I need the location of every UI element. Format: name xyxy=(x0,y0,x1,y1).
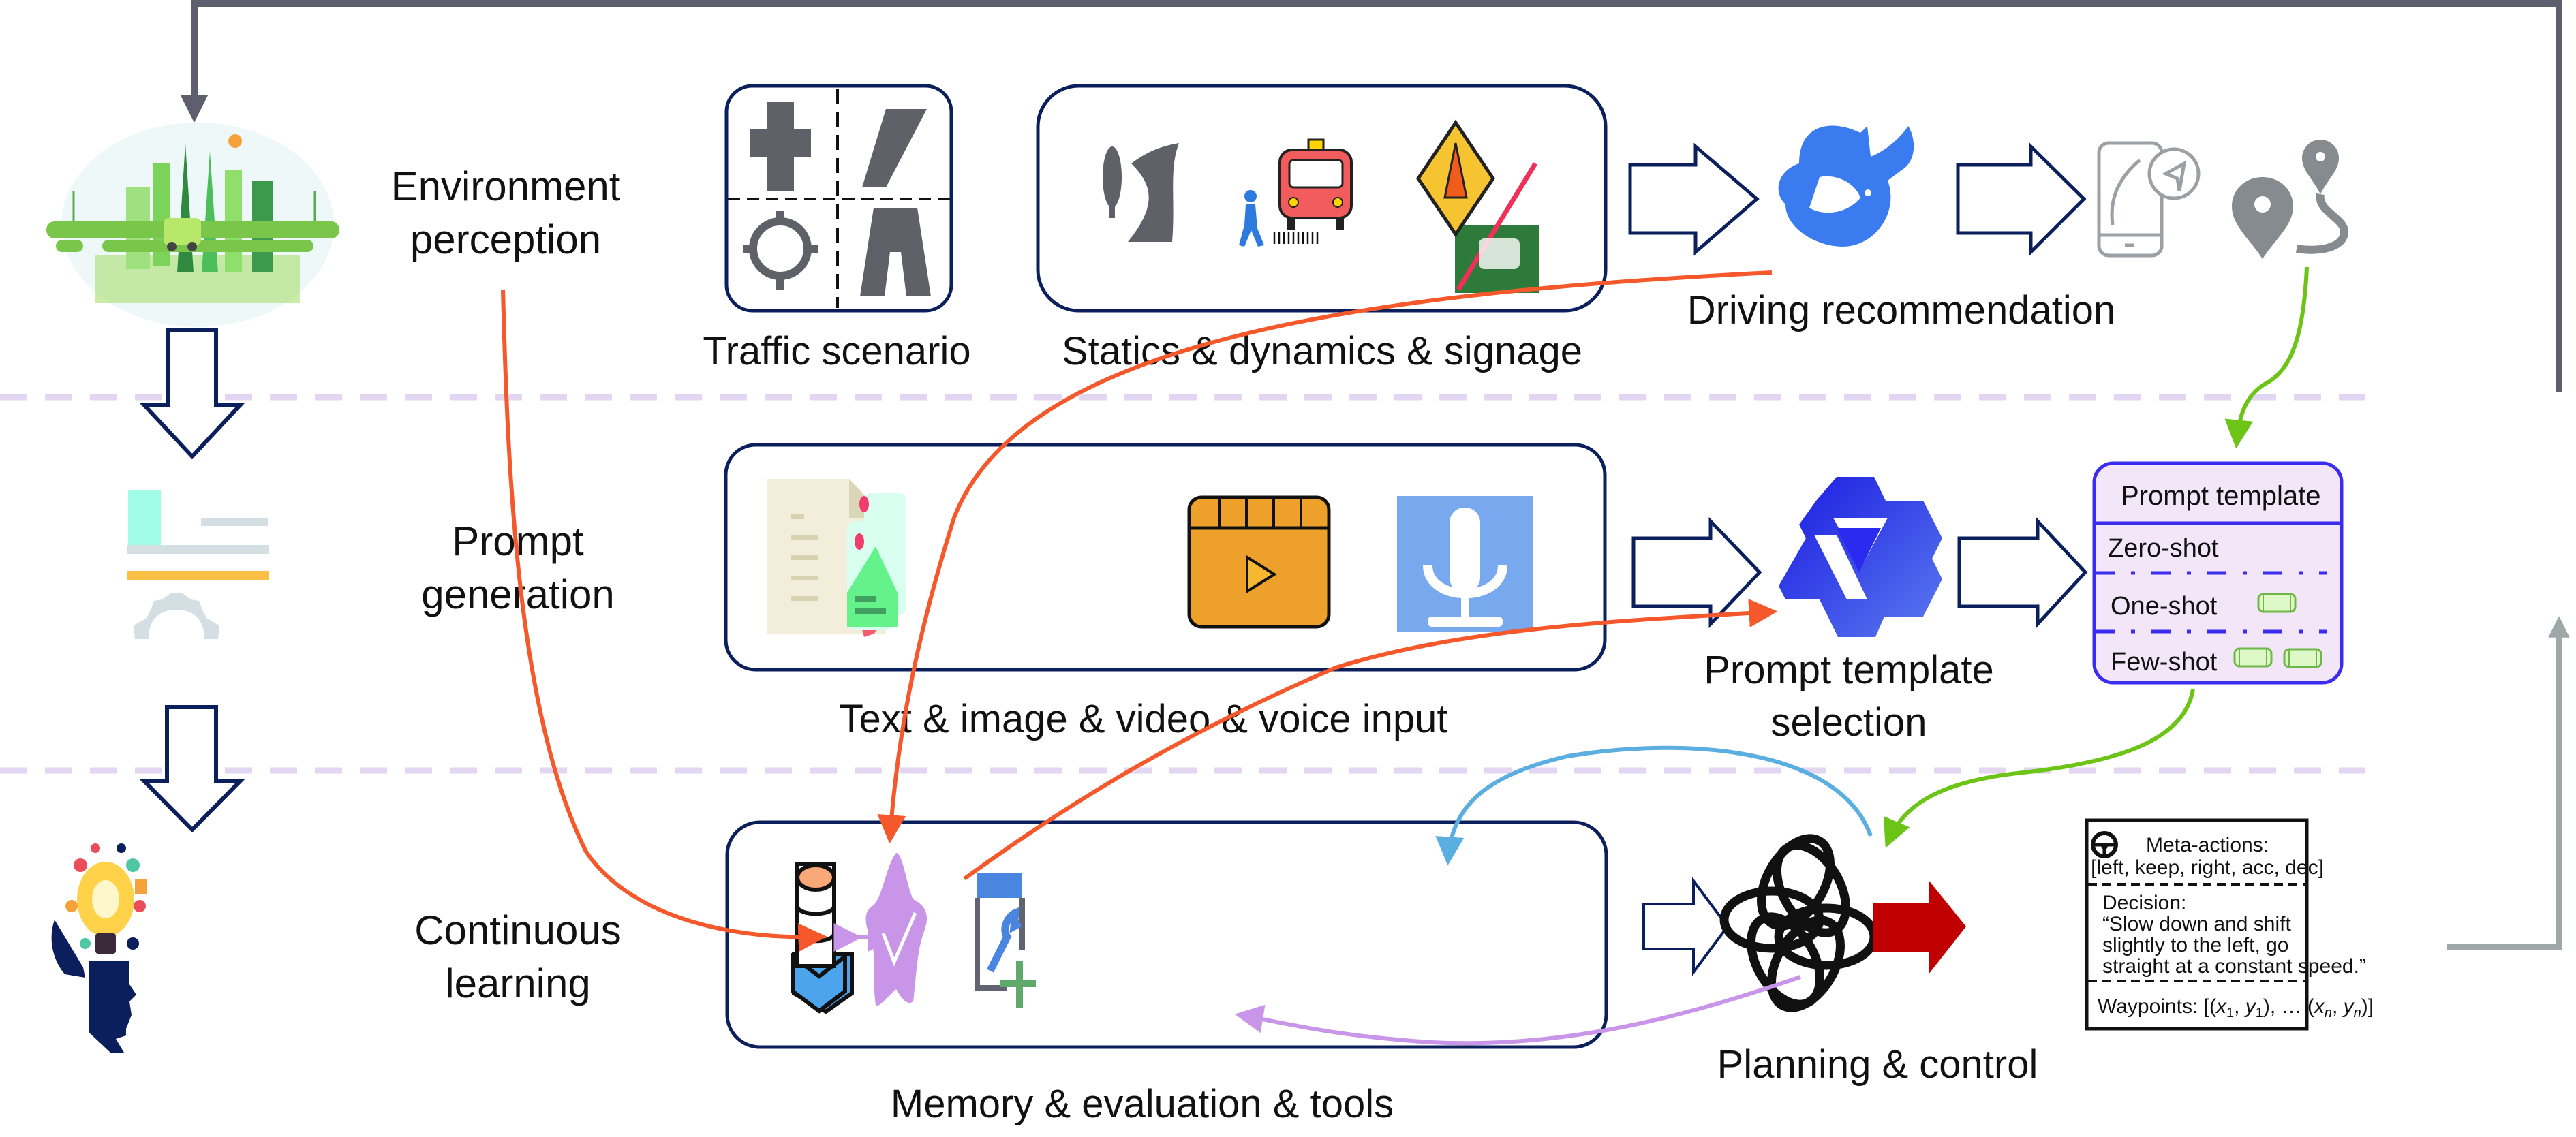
image-icon xyxy=(847,493,906,630)
microphone-icon xyxy=(1397,496,1533,632)
prompt-template-box: Prompt template Zero-shot One-shot Few-s… xyxy=(2092,461,2344,685)
prompt-row-few-shot: Few-shot xyxy=(2111,648,2218,676)
deepseek-whale-icon xyxy=(1778,125,1914,247)
row-label-learning: learning xyxy=(445,961,591,1006)
driving-recommendation-caption: Driving recommendation xyxy=(1687,288,2116,332)
memory-evaluation-tools-caption: Memory & evaluation & tools xyxy=(891,1082,1394,1126)
no-car-sign-icon xyxy=(1479,238,1520,269)
ramp-road-icon xyxy=(862,109,927,187)
decision-output-box: Meta-actions: [left, keep, right, acc, d… xyxy=(2085,818,2374,1031)
example-chip-icon xyxy=(2233,647,2273,668)
meta-actions-title: Meta-actions: xyxy=(2146,834,2269,856)
statics-dynamics-box xyxy=(1036,84,1608,313)
roundabout-icon xyxy=(743,211,818,290)
decision-text: “Slow down and shift xyxy=(2102,913,2291,935)
statics-dynamics-caption: Statics & dynamics & signage xyxy=(1062,329,1582,373)
row-label-learning: Continuous xyxy=(414,907,622,953)
flow-recommendation-to-template xyxy=(2224,266,2309,449)
document-gear-icon xyxy=(127,490,269,639)
route-pin-icon xyxy=(2232,140,2349,259)
feedback-loop-line xyxy=(181,0,2562,392)
qwen-logo-icon xyxy=(1779,477,1942,637)
traffic-scenario-caption: Traffic scenario xyxy=(703,329,970,373)
row-label-environment: Environment xyxy=(391,163,621,209)
prompt-row-zero-shot: Zero-shot xyxy=(2108,534,2219,563)
smart-city-icon xyxy=(46,123,339,327)
multimodal-input-caption: Text & image & video & voice input xyxy=(839,697,1447,741)
waypoints-text: Waypoints: [(x1, y1), … (xn, yn)] xyxy=(2098,995,2374,1021)
hollow-arrow xyxy=(1642,876,1730,977)
taxi-icon xyxy=(1278,138,1353,230)
prompt-template-selection-caption: Prompt template xyxy=(1704,648,1994,692)
hollow-arrow xyxy=(1628,142,1760,256)
down-arrow xyxy=(140,328,245,460)
tree-road-icon xyxy=(1103,143,1179,242)
multimodal-input-box xyxy=(724,443,1607,672)
traffic-scenario-box xyxy=(724,84,953,313)
example-chip-icon xyxy=(2257,593,2297,613)
head-lightbulb-icon xyxy=(51,843,147,1053)
flow-template-to-planning xyxy=(1883,689,2195,848)
prompt-row-one-shot: One-shot xyxy=(2111,592,2218,621)
flow-perception-to-memory xyxy=(501,289,827,952)
steering-wheel-icon xyxy=(2091,831,2118,858)
decision-title: Decision: xyxy=(2102,892,2186,914)
red-output-arrow xyxy=(1873,880,1966,974)
decision-text: straight at a constant speed.” xyxy=(2102,955,2366,978)
tool-window-icon xyxy=(975,873,1036,1008)
row-label-environment: perception xyxy=(410,217,601,262)
intersection-icon xyxy=(750,102,811,191)
planning-control-caption: Planning & control xyxy=(1717,1042,2038,1087)
meta-actions-list: [left, keep, right, acc, dec] xyxy=(2091,856,2324,879)
hollow-arrow xyxy=(1956,142,2087,257)
flow-recommendation-to-memory xyxy=(877,270,1773,844)
flow-tools-planning-link xyxy=(1435,745,1873,866)
prompt-template-selection-caption: selection xyxy=(1771,700,1927,745)
openai-knot-icon xyxy=(1719,834,1879,1012)
crosswalk-stripes xyxy=(1273,232,1319,244)
flow-planning-to-evaluation xyxy=(1234,975,1801,1046)
example-chip-icon xyxy=(2283,648,2322,668)
down-arrow xyxy=(139,705,245,833)
navigation-phone-icon xyxy=(2097,141,2201,258)
hollow-arrow xyxy=(1631,516,1762,629)
pedestrian-crosswalk-icon xyxy=(1239,190,1319,247)
prompt-template-title: Prompt template xyxy=(2121,481,2320,511)
memory-evaluation-tools-box xyxy=(725,820,1608,1049)
hollow-arrow xyxy=(1957,516,2088,629)
flow-memory-to-template-selection xyxy=(963,599,1778,881)
output-return-line xyxy=(2447,616,2570,950)
video-icon xyxy=(1187,495,1331,629)
star-check-icon xyxy=(865,853,927,1006)
highway-icon xyxy=(860,208,931,296)
decision-text: slightly to the left, go xyxy=(2102,934,2289,956)
